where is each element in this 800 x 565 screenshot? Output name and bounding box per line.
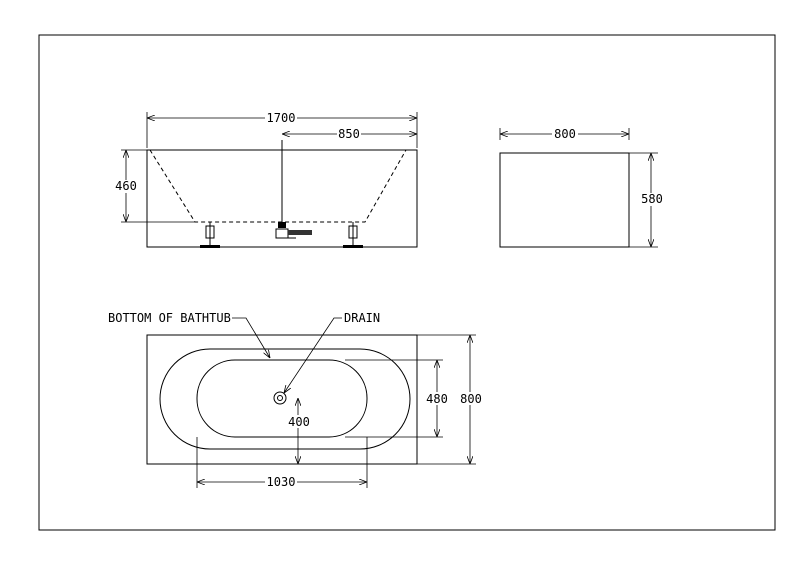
end-view: 800 580 <box>499 127 666 248</box>
end-view-outline <box>499 152 630 248</box>
drain-leader <box>284 317 342 393</box>
bottom-of-bathtub-label: BOTTOM OF BATHTUB <box>108 311 231 325</box>
plan-bottom <box>196 359 368 438</box>
dim-480-label: 480 <box>426 392 448 406</box>
dim-1700-label: 1700 <box>267 111 296 125</box>
dim-580-label: 580 <box>641 192 663 206</box>
dim-400-label: 400 <box>288 415 310 429</box>
plan-rim <box>159 348 411 450</box>
left-foot <box>200 222 220 248</box>
plan-view: 800 480 400 1030 BOTTOM OF BATHTUB DRAIN <box>108 311 484 489</box>
drain-circle <box>273 391 287 405</box>
dim-1030-label: 1030 <box>267 475 296 489</box>
bottom-of-bathtub-leader <box>232 317 270 358</box>
plan-outline <box>146 334 418 465</box>
right-foot <box>343 222 363 248</box>
side-view: 1700 850 460 <box>114 111 418 248</box>
dim-plan-800-label: 800 <box>460 392 482 406</box>
side-view-inner-profile <box>149 149 407 223</box>
dim-850-label: 850 <box>338 127 360 141</box>
dim-460-label: 460 <box>115 179 137 193</box>
dim-end-800-label: 800 <box>554 127 576 141</box>
drain-label: DRAIN <box>344 311 380 325</box>
drain-assembly <box>275 140 312 239</box>
drawing-border <box>38 34 776 531</box>
